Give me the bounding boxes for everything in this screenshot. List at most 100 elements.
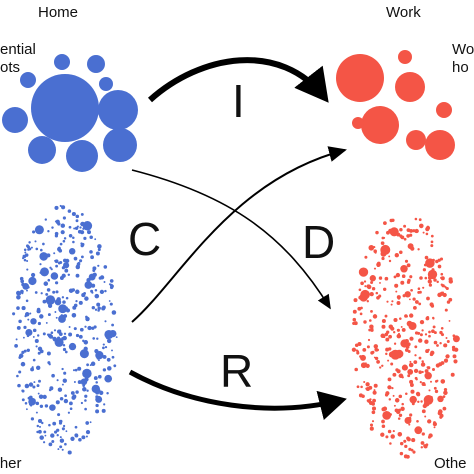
location-dot	[44, 218, 47, 221]
location-dot	[356, 385, 360, 389]
location-dot	[18, 356, 22, 359]
location-dot	[67, 273, 71, 277]
location-dot	[404, 348, 409, 352]
location-dot	[82, 368, 92, 379]
location-dot	[370, 310, 373, 313]
location-dot	[359, 312, 363, 316]
location-dot	[394, 283, 399, 288]
location-dot	[61, 337, 65, 341]
location-dot	[444, 286, 448, 289]
location-dot	[420, 446, 423, 449]
location-dot	[113, 333, 117, 336]
location-dot	[61, 427, 65, 431]
location-dot	[75, 273, 80, 278]
location-dot	[408, 447, 412, 451]
location-dot	[436, 280, 439, 284]
location-dot	[436, 379, 439, 382]
residential-hotspots-label-line2: ots	[0, 59, 20, 76]
location-dot	[107, 366, 112, 371]
location-dot	[432, 317, 435, 320]
location-dot	[34, 291, 38, 294]
location-dot	[109, 302, 113, 306]
location-dot	[42, 242, 45, 246]
location-dot	[81, 293, 86, 298]
location-dot	[99, 390, 104, 395]
flow-arrow-d	[131, 169, 331, 310]
location-dot	[399, 441, 404, 446]
location-dot	[387, 377, 392, 382]
location-dot	[439, 291, 445, 296]
location-dot	[70, 436, 75, 441]
location-dot	[61, 448, 64, 451]
location-dot	[424, 255, 429, 260]
location-dot	[51, 440, 55, 443]
work-hotspots-label-line1: Wo	[452, 41, 474, 58]
location-dot	[406, 315, 408, 318]
location-dot	[73, 303, 78, 308]
location-dot	[50, 331, 54, 334]
location-dot	[24, 312, 30, 317]
location-dot	[44, 434, 47, 437]
location-dot	[419, 381, 422, 384]
location-dot	[391, 218, 395, 222]
location-dot	[403, 237, 407, 241]
location-dot	[382, 411, 392, 420]
location-dot	[430, 380, 432, 383]
location-dot	[111, 323, 115, 327]
location-dot	[104, 374, 113, 383]
location-dot	[68, 332, 73, 337]
location-dot	[104, 345, 108, 349]
location-dot	[419, 319, 425, 325]
location-dot	[407, 350, 411, 353]
location-dot	[45, 321, 48, 324]
location-dot	[68, 248, 76, 255]
flow-label-d: D	[302, 216, 335, 268]
location-dot	[54, 430, 58, 434]
location-dot	[379, 281, 381, 284]
location-dot	[425, 225, 431, 231]
location-dot	[411, 438, 416, 443]
location-dot	[62, 424, 66, 428]
location-dot	[398, 394, 403, 399]
location-dot	[414, 354, 417, 357]
location-dot	[42, 394, 47, 400]
location-dot	[44, 404, 49, 408]
location-dot	[376, 360, 380, 364]
location-dot	[71, 313, 77, 318]
location-dot	[419, 276, 423, 280]
location-dot	[356, 350, 360, 353]
location-dot	[64, 350, 68, 354]
location-dot	[89, 235, 93, 240]
location-dot	[424, 369, 429, 374]
location-dot	[445, 355, 448, 358]
location-dot	[90, 255, 94, 260]
location-dot	[106, 379, 109, 382]
location-dot	[409, 383, 414, 387]
location-dot	[424, 415, 427, 418]
location-dot	[412, 297, 416, 301]
location-dot	[43, 281, 49, 286]
location-dot	[96, 337, 99, 340]
location-dot	[418, 370, 422, 374]
location-dot	[370, 351, 374, 355]
location-dot	[35, 247, 39, 251]
location-dot	[90, 361, 96, 367]
location-dot	[390, 326, 395, 331]
location-dot	[83, 236, 87, 241]
location-dot	[101, 305, 106, 310]
location-dot	[423, 444, 428, 449]
location-dot	[49, 404, 56, 411]
location-dot	[363, 380, 366, 384]
location-dot	[90, 289, 94, 293]
location-dot	[77, 366, 82, 371]
location-dot	[99, 289, 105, 295]
location-dot	[18, 319, 22, 324]
location-dot	[433, 421, 436, 425]
location-dot	[69, 407, 73, 411]
location-dot	[407, 234, 411, 237]
location-dot	[412, 229, 416, 233]
location-dot	[62, 343, 66, 347]
location-dot	[446, 340, 450, 343]
location-dot	[85, 316, 90, 322]
location-dot	[91, 306, 95, 310]
